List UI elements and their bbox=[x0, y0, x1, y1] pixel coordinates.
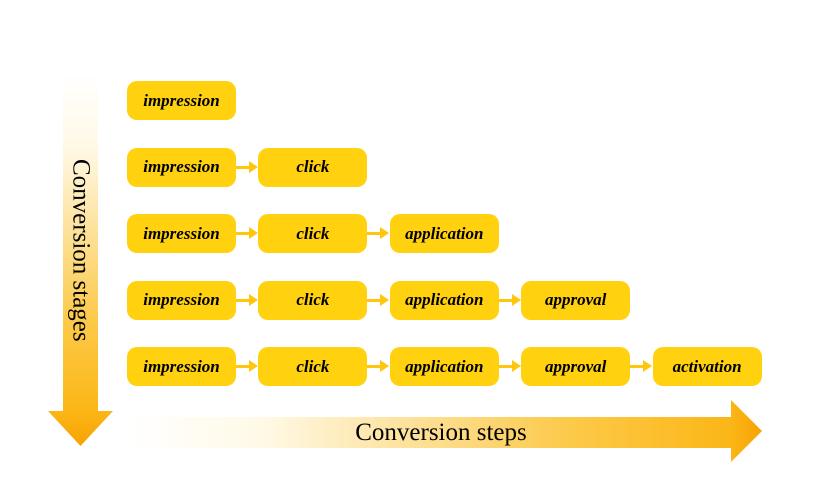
stage-box-click: click bbox=[258, 147, 368, 187]
step-arrow-icon bbox=[235, 227, 258, 240]
x-axis-label: Conversion steps bbox=[355, 418, 527, 446]
stage-box-click: click bbox=[258, 347, 368, 386]
step-arrow-icon bbox=[235, 360, 258, 373]
stage-box-approval: approval bbox=[521, 347, 631, 386]
step-arrow-icon bbox=[367, 293, 390, 307]
step-arrow-icon bbox=[498, 293, 521, 307]
step-arrow-icon bbox=[235, 160, 258, 174]
stage-box-application: application bbox=[389, 214, 499, 253]
stage-box-application: application bbox=[389, 347, 499, 386]
y-axis-label: Conversion stages bbox=[67, 158, 95, 342]
stage-box-click: click bbox=[258, 214, 368, 253]
step-arrow-icon bbox=[498, 360, 521, 373]
conversion-steps-axis-arrow: Conversion steps bbox=[130, 417, 732, 448]
stage-box-impression: impression bbox=[127, 347, 236, 386]
step-arrow-icon bbox=[630, 360, 653, 373]
right-arrowhead-icon bbox=[731, 400, 762, 462]
conversion-stages-axis-arrow: Conversion stages bbox=[63, 72, 98, 412]
down-arrowhead-icon bbox=[48, 411, 113, 446]
step-arrow-icon bbox=[367, 227, 390, 240]
stage-box-impression: impression bbox=[127, 280, 236, 320]
step-arrow-icon bbox=[235, 293, 258, 307]
stage-box-click: click bbox=[258, 280, 368, 320]
stage-box-impression: impression bbox=[127, 147, 236, 187]
stage-box-approval: approval bbox=[521, 280, 631, 320]
stage-box-activation: activation bbox=[652, 347, 762, 386]
stage-box-impression: impression bbox=[127, 81, 236, 120]
stage-box-application: application bbox=[389, 280, 499, 320]
step-arrow-icon bbox=[367, 360, 390, 373]
stage-box-impression: impression bbox=[127, 214, 236, 253]
